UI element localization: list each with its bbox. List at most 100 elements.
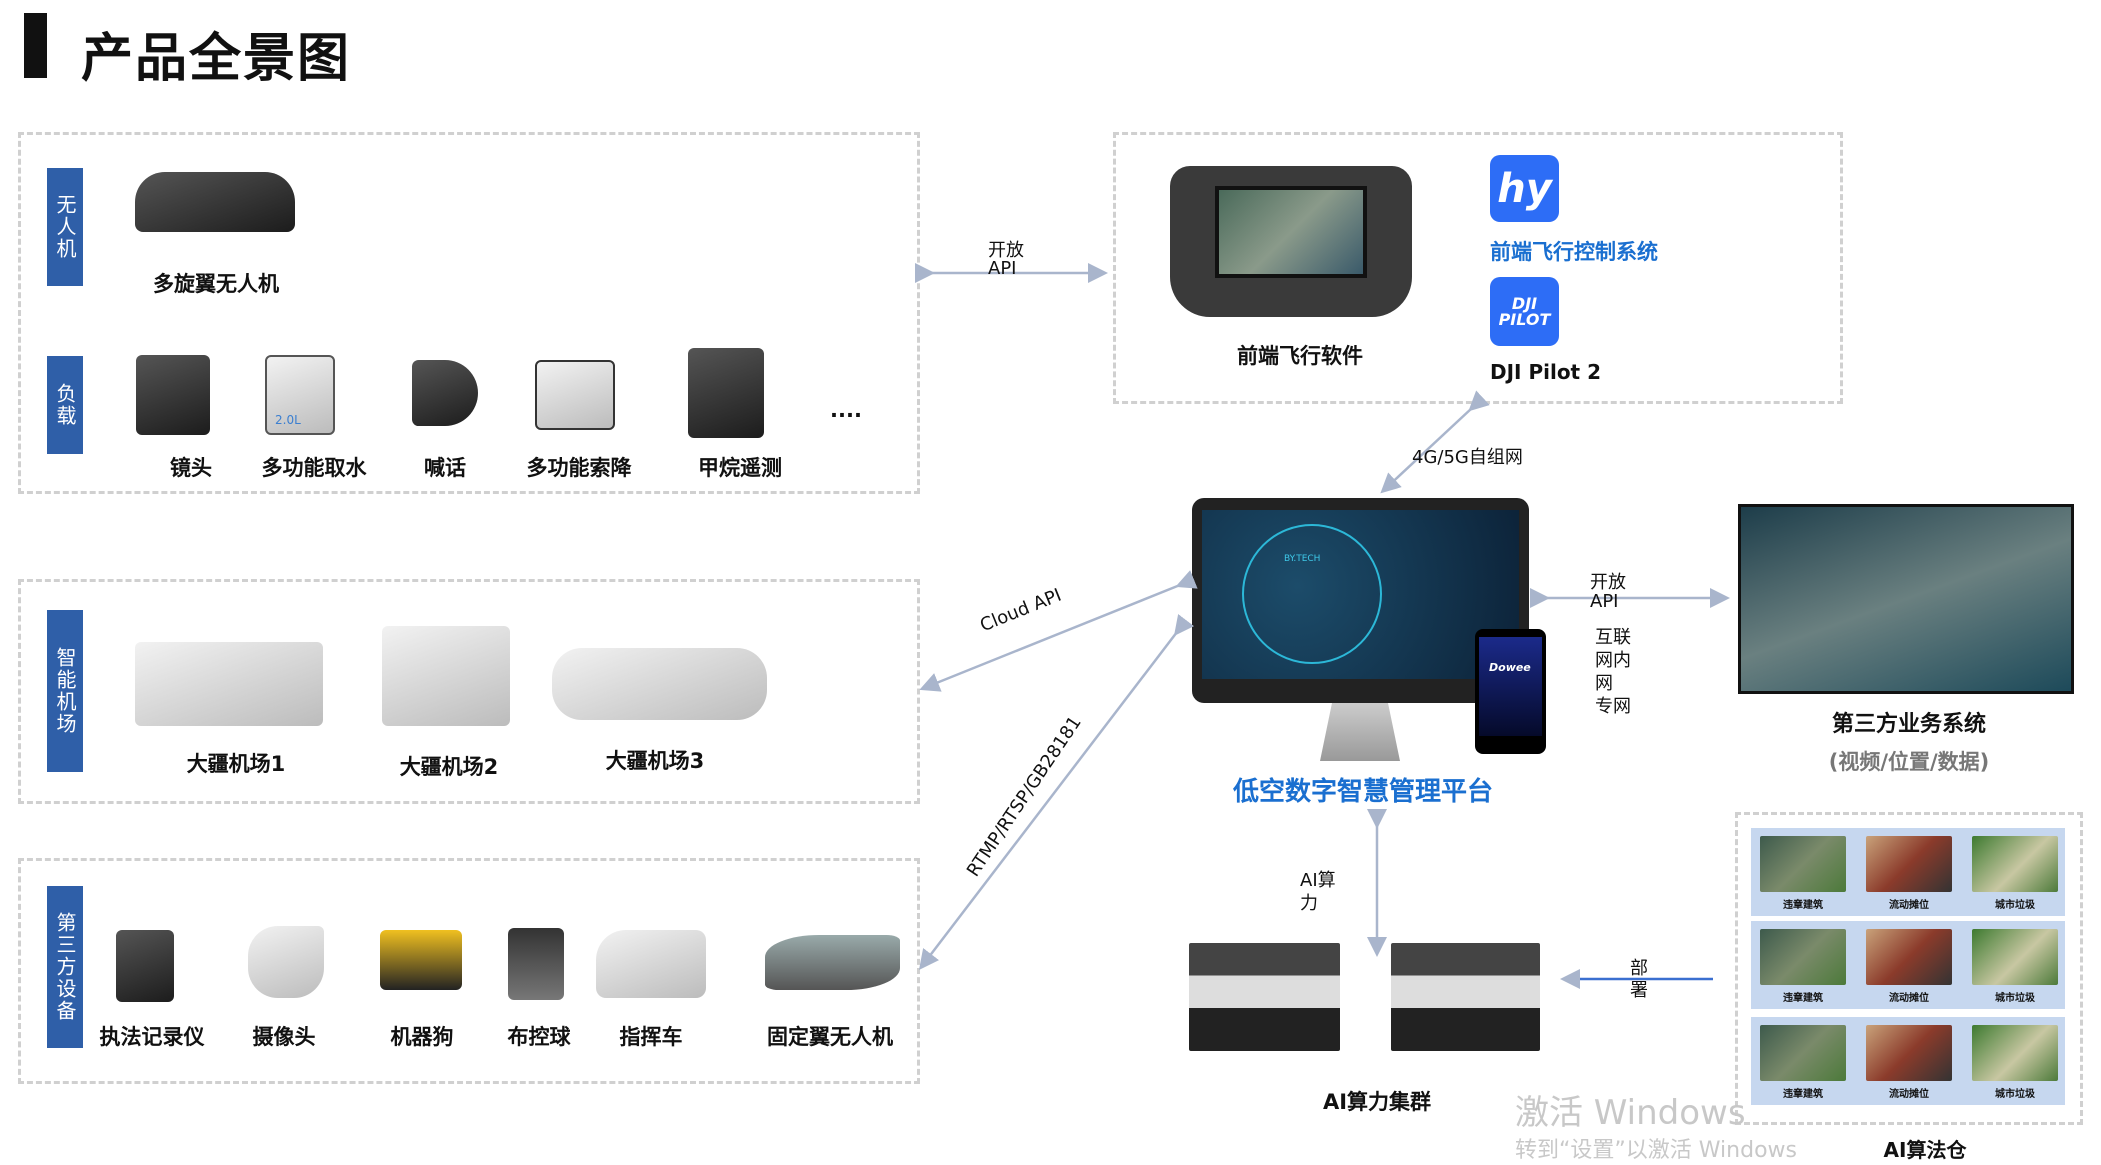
flight-control-label: 前端飞行控制系统 [1490,240,1658,264]
algo-thumb-label: 违章建筑 [1783,1089,1823,1100]
monitor-image: BY.TECH [1192,498,1529,703]
label-payload: 负载 [47,356,83,454]
network-type-4: 专网 [1595,696,1631,717]
algo-thumb-label: 流动摊位 [1889,993,1929,1004]
video-wall-image [1738,504,2074,694]
item-body-camera: 执法记录仪 [99,1025,205,1049]
algo-name: AI算法仓 [1883,1138,1967,1162]
algo-thumb-image [1972,1025,2058,1081]
fixed-wing-drone-image [765,935,900,990]
item-dock2: 大疆机场2 [399,755,499,779]
network-type-1: 互联 [1595,627,1631,648]
watermark-line-2: 转到“设置”以激活 Windows [1515,1138,1797,1163]
algo-thumb-label: 流动摊位 [1889,900,1929,911]
deploy-2: 署 [1630,980,1648,1001]
phone-image: Dowee [1475,629,1546,754]
monitor-stand [1320,703,1400,761]
algo-thumb-label: 违章建筑 [1783,993,1823,1004]
radar-circle [1242,524,1382,664]
algo-thumb-image [1760,1025,1846,1081]
algo-thumb-image [1972,929,2058,985]
watermark-line-1: 激活 Windows [1515,1093,1746,1133]
network-label: 4G/5G自组网 [1412,447,1523,468]
methane-sensor-image [688,348,764,438]
drone-payload-box [18,132,920,494]
item-methane: 甲烷遥测 [698,456,782,480]
dock1-image [135,642,323,726]
front-software-label: 前端飞行软件 [1237,344,1363,368]
algo-thumb-image [1866,836,1952,892]
more-ellipsis: .... [830,398,862,422]
label-dock: 智能机场 [47,610,83,772]
deploy-1: 部 [1630,958,1648,979]
ptz-camera-image [248,926,324,998]
algo-thumb-image [1866,929,1952,985]
robot-dog-image [380,930,462,990]
multirotor-drone-image [135,172,295,232]
server-2-image [1391,943,1540,1051]
algo-thumb-image [1760,836,1846,892]
camera-lens-image [136,355,210,435]
command-vehicle-image [596,930,706,998]
label-drone: 无人机 [47,168,83,286]
open-api-right-1: 开放 [1590,572,1626,593]
loudspeaker-image [412,360,478,426]
label-third-device: 第三方设备 [47,886,83,1048]
title-bar-mark [24,13,47,78]
open-api-top-1: 开放 [988,240,1024,261]
open-api-top-2: API [988,258,1017,279]
server-1-image [1189,943,1340,1051]
network-type-2: 网内 [1595,650,1631,671]
arrow-rtmp [918,614,1195,970]
item-water: 多功能取水 [261,456,367,480]
app-brand: Dowee [1489,661,1531,674]
dock2-image [382,626,510,726]
page-title: 产品全景图 [81,29,352,89]
item-ball: 布控球 [507,1025,571,1049]
item-dock3: 大疆机场3 [605,749,705,773]
arrow-network [1380,390,1490,494]
cluster-name: AI算力集群 [1322,1090,1432,1114]
algo-thumb-label: 城市垃圾 [1995,1089,2035,1100]
body-camera-image [116,930,174,1002]
surveillance-ball-image [508,928,564,1000]
algo-thumb-image [1972,836,2058,892]
platform-name: 低空数字智慧管理平台 [1232,777,1494,807]
ai-power-1: AI算 [1300,870,1336,891]
item-dock1: 大疆机场1 [186,752,286,776]
item-camera: 摄像头 [252,1025,316,1049]
flight-control-logo: hy [1490,155,1559,222]
remote-controller-image [1170,166,1412,317]
item-vehicle: 指挥车 [619,1025,683,1049]
algo-thumb-image [1866,1025,1952,1081]
platform-brand: BY.TECH [1284,554,1321,564]
item-speaker: 喊话 [424,456,466,480]
rope-descender-image [535,360,615,430]
dji-pilot-logo: DJI PILOT [1490,277,1559,346]
dock-box [18,579,920,804]
algo-thumb-label: 城市垃圾 [1995,900,2035,911]
algo-thumb-label: 流动摊位 [1889,1089,1929,1100]
item-lens: 镜头 [170,456,212,480]
thirdparty-sub: (视频/位置/数据) [1828,750,1990,774]
algo-thumb-label: 违章建筑 [1783,900,1823,911]
phone-screen: Dowee [1479,637,1542,736]
dock3-image [552,648,767,720]
water-intake-image: 2.0L [265,355,335,435]
thirdparty-name: 第三方业务系统 [1831,712,1987,737]
item-multirotor: 多旋翼无人机 [153,272,279,296]
algo-box [1735,812,2083,1125]
ai-power-2: 力 [1300,893,1318,914]
monitor-screen: BY.TECH [1202,510,1519,679]
algo-thumb-image [1760,929,1846,985]
network-type-3: 网 [1595,673,1613,694]
controller-screen [1215,186,1367,278]
item-fixed-wing: 固定翼无人机 [767,1025,893,1049]
dji-pilot-label: DJI Pilot 2 [1490,360,1601,384]
algo-thumb-label: 城市垃圾 [1995,993,2035,1004]
item-robot-dog: 机器狗 [390,1025,454,1049]
water-capacity: 2.0L [275,413,301,427]
open-api-right-2: API [1590,591,1619,612]
third-device-box [18,858,920,1084]
